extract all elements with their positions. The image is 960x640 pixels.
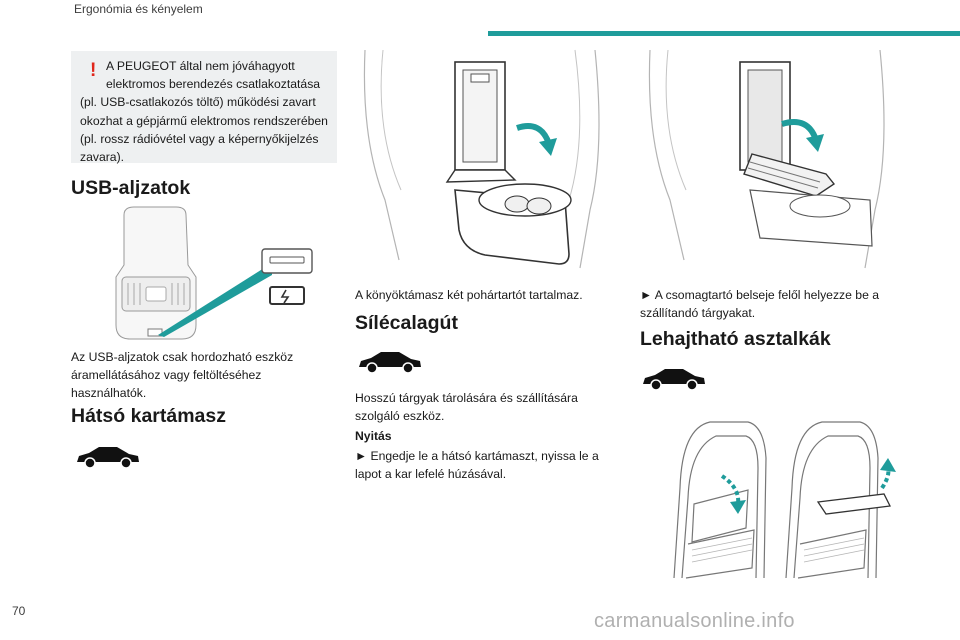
usb-illustration (115, 206, 313, 340)
ski-hatch-step-2: ► A csomagtartó belseje felől helyezze b… (640, 288, 880, 321)
warning-line-1: A PEUGEOT által nem jóváhagyott (106, 59, 295, 73)
warning-line-2: elektromos berendezés csatlakoztatása (106, 77, 321, 92)
car-silhouette-icon (359, 352, 421, 374)
usb-text: Az USB-aljzatok csak hordozható eszköz á… (71, 350, 294, 401)
ski-hatch-heading: Sílécalagút (355, 312, 458, 334)
folding-tables-heading: Lehajtható asztalkák (640, 328, 831, 350)
rear-armrest-heading: Hátsó kartámasz (71, 405, 226, 427)
opening-step-1: ► Engedje le a hátsó kartámaszt, nyissa … (355, 449, 599, 482)
ski-hatch-text: Hosszú tárgyak tárolására és szállításár… (355, 391, 578, 424)
section-title: Ergonómia és kényelem (74, 2, 203, 16)
armrest-illustration (363, 49, 600, 269)
warning-text: A PEUGEOT által nem jóváhagyott elektrom… (80, 57, 334, 166)
folding-tables-illustration (673, 421, 896, 579)
ski-hatch-illustration (648, 49, 885, 269)
warning-box (71, 51, 337, 163)
exclamation-icon: ! (90, 60, 97, 81)
usb-heading: USB-aljzatok (71, 177, 191, 199)
opening-subheading: Nyitás (355, 429, 392, 443)
car-silhouette-icon (77, 447, 139, 469)
watermark: carmanualsonline.info (594, 610, 795, 632)
header-accent-bar (488, 31, 960, 36)
page-number: 70 (12, 604, 26, 618)
armrest-caption: A könyöktámasz két pohártartót tartalmaz… (355, 288, 583, 302)
warning-rest: (pl. USB-csatlakozós töltő) működési zav… (80, 95, 328, 165)
car-silhouette-icon (643, 369, 705, 391)
